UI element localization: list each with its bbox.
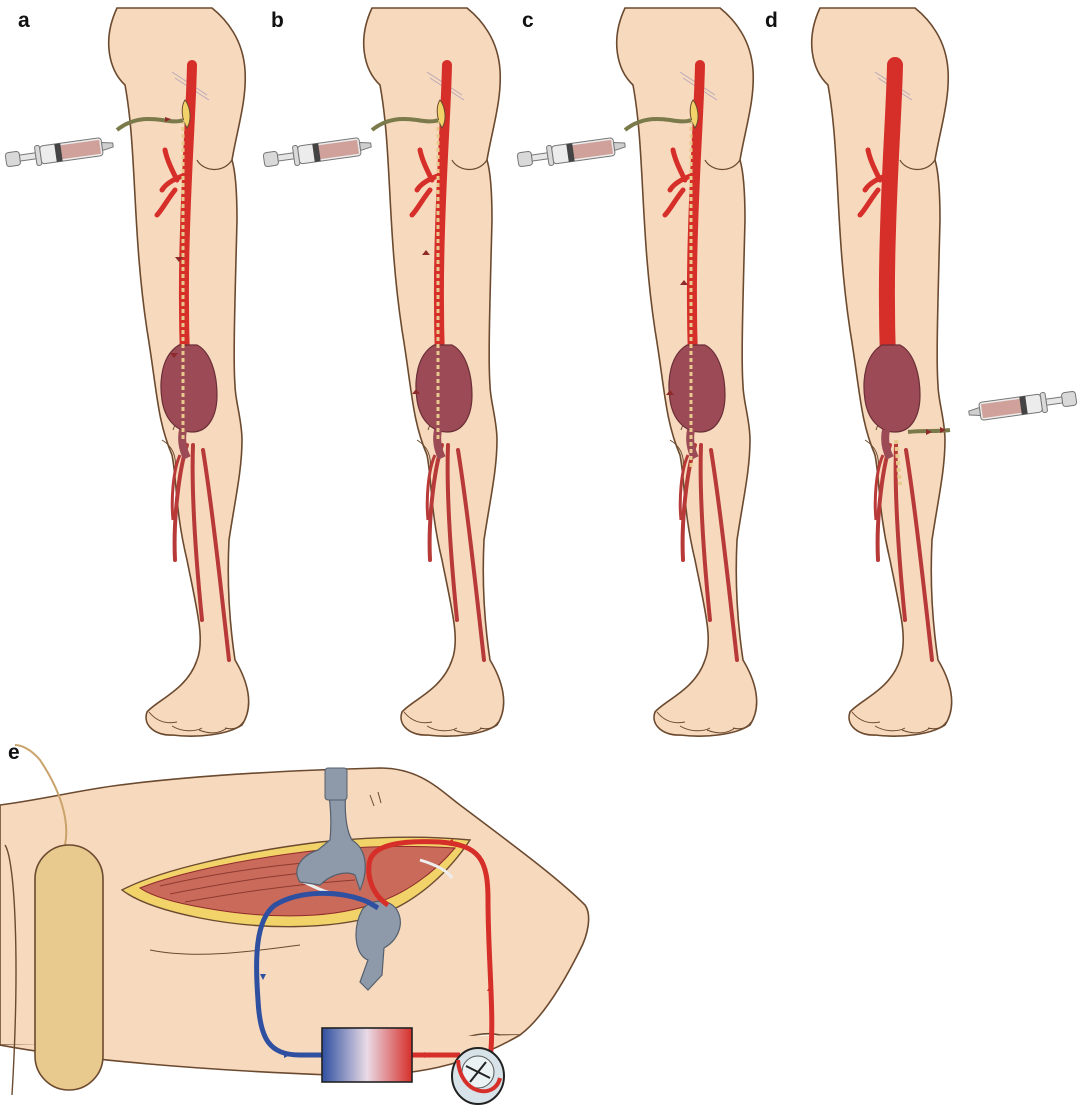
syringe-icon [968, 388, 1078, 423]
pump-icon [452, 1048, 504, 1104]
syringe-icon [517, 135, 627, 170]
leg-panel-c [617, 8, 757, 736]
syringe-icon [263, 135, 373, 170]
surgical-scene-e [0, 745, 589, 1104]
leg-panel-d [812, 8, 952, 736]
leg-panel-b [364, 8, 504, 736]
leg-panel-a [109, 8, 249, 736]
syringe-icon [5, 135, 115, 170]
oxygenator-icon [322, 1028, 412, 1082]
